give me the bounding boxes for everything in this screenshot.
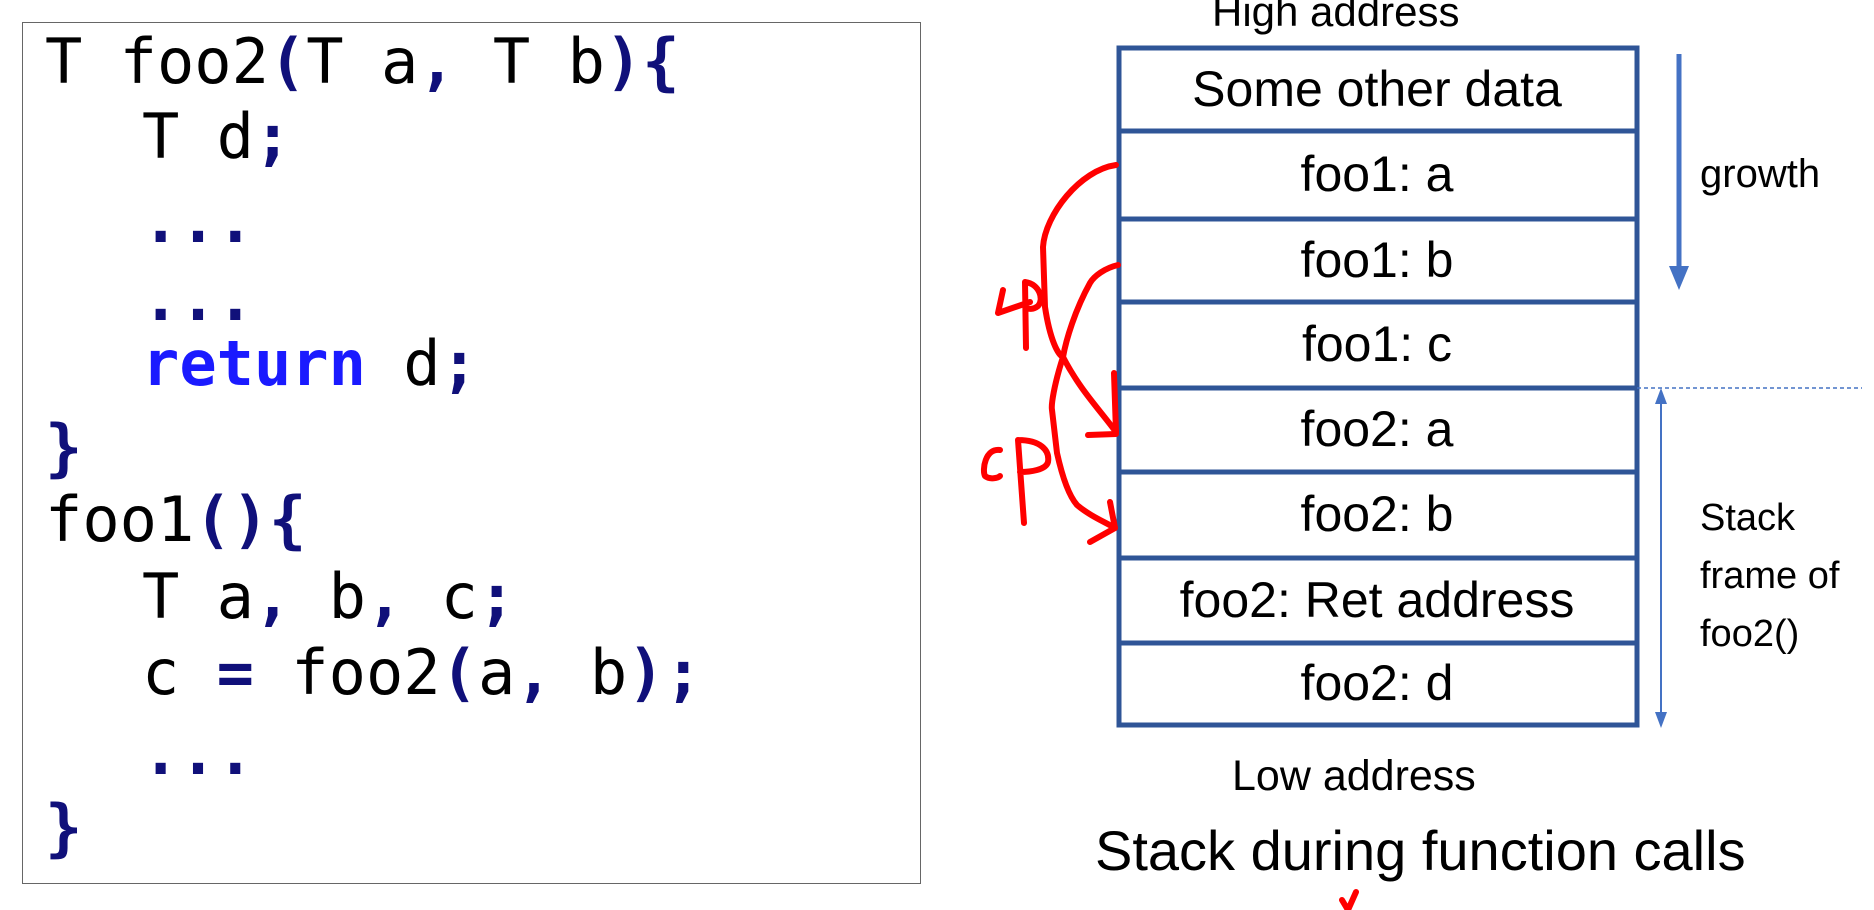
code-punctuation: , [515,636,553,709]
code-text: T a [306,25,419,98]
code-punctuation: { [642,25,680,98]
code-punctuation: ... [142,262,254,335]
code-line: foo1(){ [45,489,306,551]
code-punctuation: } [45,791,83,864]
stack-cell [1116,128,1640,222]
code-punctuation: { [268,483,307,556]
stack-frame-label-1: Stack [1700,497,1796,539]
copy-arrow-a [1040,162,1119,435]
code-punctuation: = [216,636,254,709]
stack-frame-label-3: foo2() [1700,613,1800,655]
code-text: b [552,636,628,709]
stack-cell [1116,385,1640,475]
high-address-label: High address [1212,0,1460,35]
growth-arrow-head-icon [1669,266,1689,290]
stack-rows [1116,45,1640,728]
label-4p-drawing [995,279,1044,351]
code-punctuation: } [45,411,83,484]
code-punctuation: ... [142,716,254,789]
code-text: T b [455,25,605,98]
stack-cell-label: foo2: b [1300,486,1454,542]
check-mark-drawing [1339,889,1359,910]
code-text: foo1 [45,483,195,556]
diagram-title: Stack during function calls [1095,819,1746,882]
code-punctuation: ( [268,25,307,98]
code-punctuation: ( [440,636,478,709]
code-punctuation: ; [253,100,292,173]
code-punctuation: ... [142,184,254,257]
code-punctuation: ; [440,327,478,400]
code-line: T foo2(T a, T b){ [45,31,680,93]
frame-arrow-down-icon [1655,712,1667,728]
code-keyword: return [142,327,366,400]
code-punctuation: , [253,560,292,633]
code-text: c [142,636,217,709]
code-text: a [477,636,516,709]
stack-cell [1116,640,1640,728]
code-line: ... [142,190,254,252]
code-punctuation: ; [477,560,516,633]
code-line: T d; [142,106,291,168]
code-text: c [403,560,478,633]
code-line: } [45,417,82,479]
code-text: T a [142,560,254,633]
stack-cell-label: foo2: d [1300,655,1454,711]
code-text: foo2 [253,636,441,709]
label-cp-drawing [980,437,1052,526]
code-panel: T foo2(T a, T b){T d;......return d;}foo… [22,22,921,884]
stack-cell-label: foo1: c [1301,316,1453,372]
code-line: ... [142,268,254,330]
copy-arrow-a-head [1085,370,1119,438]
code-punctuation: , [365,560,404,633]
code-punctuation: ) [627,636,665,709]
code-punctuation: , [418,25,456,98]
stack-cell-label: foo1: a [1300,146,1454,202]
code-punctuation: () [194,483,269,556]
code-line: return d; [142,333,478,395]
code-text: b [291,560,366,633]
stack-cell-label: Some other data [1192,60,1562,117]
frame-arrow-up-icon [1655,388,1667,404]
stack-frame-label-2: frame of [1700,555,1840,597]
copy-arrow-b [1048,262,1121,531]
handwritten-annotations [980,162,1359,910]
growth-label: growth [1700,152,1821,196]
stack-cell [1116,45,1640,134]
low-address-label: Low address [1232,752,1476,800]
code-line: ... [142,722,254,784]
stack-cell-label: foo2: a [1300,401,1454,457]
code-line: T a, b, c; [142,566,515,628]
stack-cell [1116,216,1640,305]
code-line: c = foo2(a, b); [142,642,702,704]
code-text: T d [142,100,254,173]
code-text: T foo2 [45,25,269,98]
copy-arrow-b-head [1087,499,1118,545]
code-punctuation: ; [664,636,702,709]
code-text: d [365,327,441,400]
stack-cell-label: foo1: b [1300,231,1454,288]
stack-cell-label: foo2: Ret address [1179,571,1575,628]
code-punctuation: ) [604,25,643,98]
code-line: } [45,797,82,859]
